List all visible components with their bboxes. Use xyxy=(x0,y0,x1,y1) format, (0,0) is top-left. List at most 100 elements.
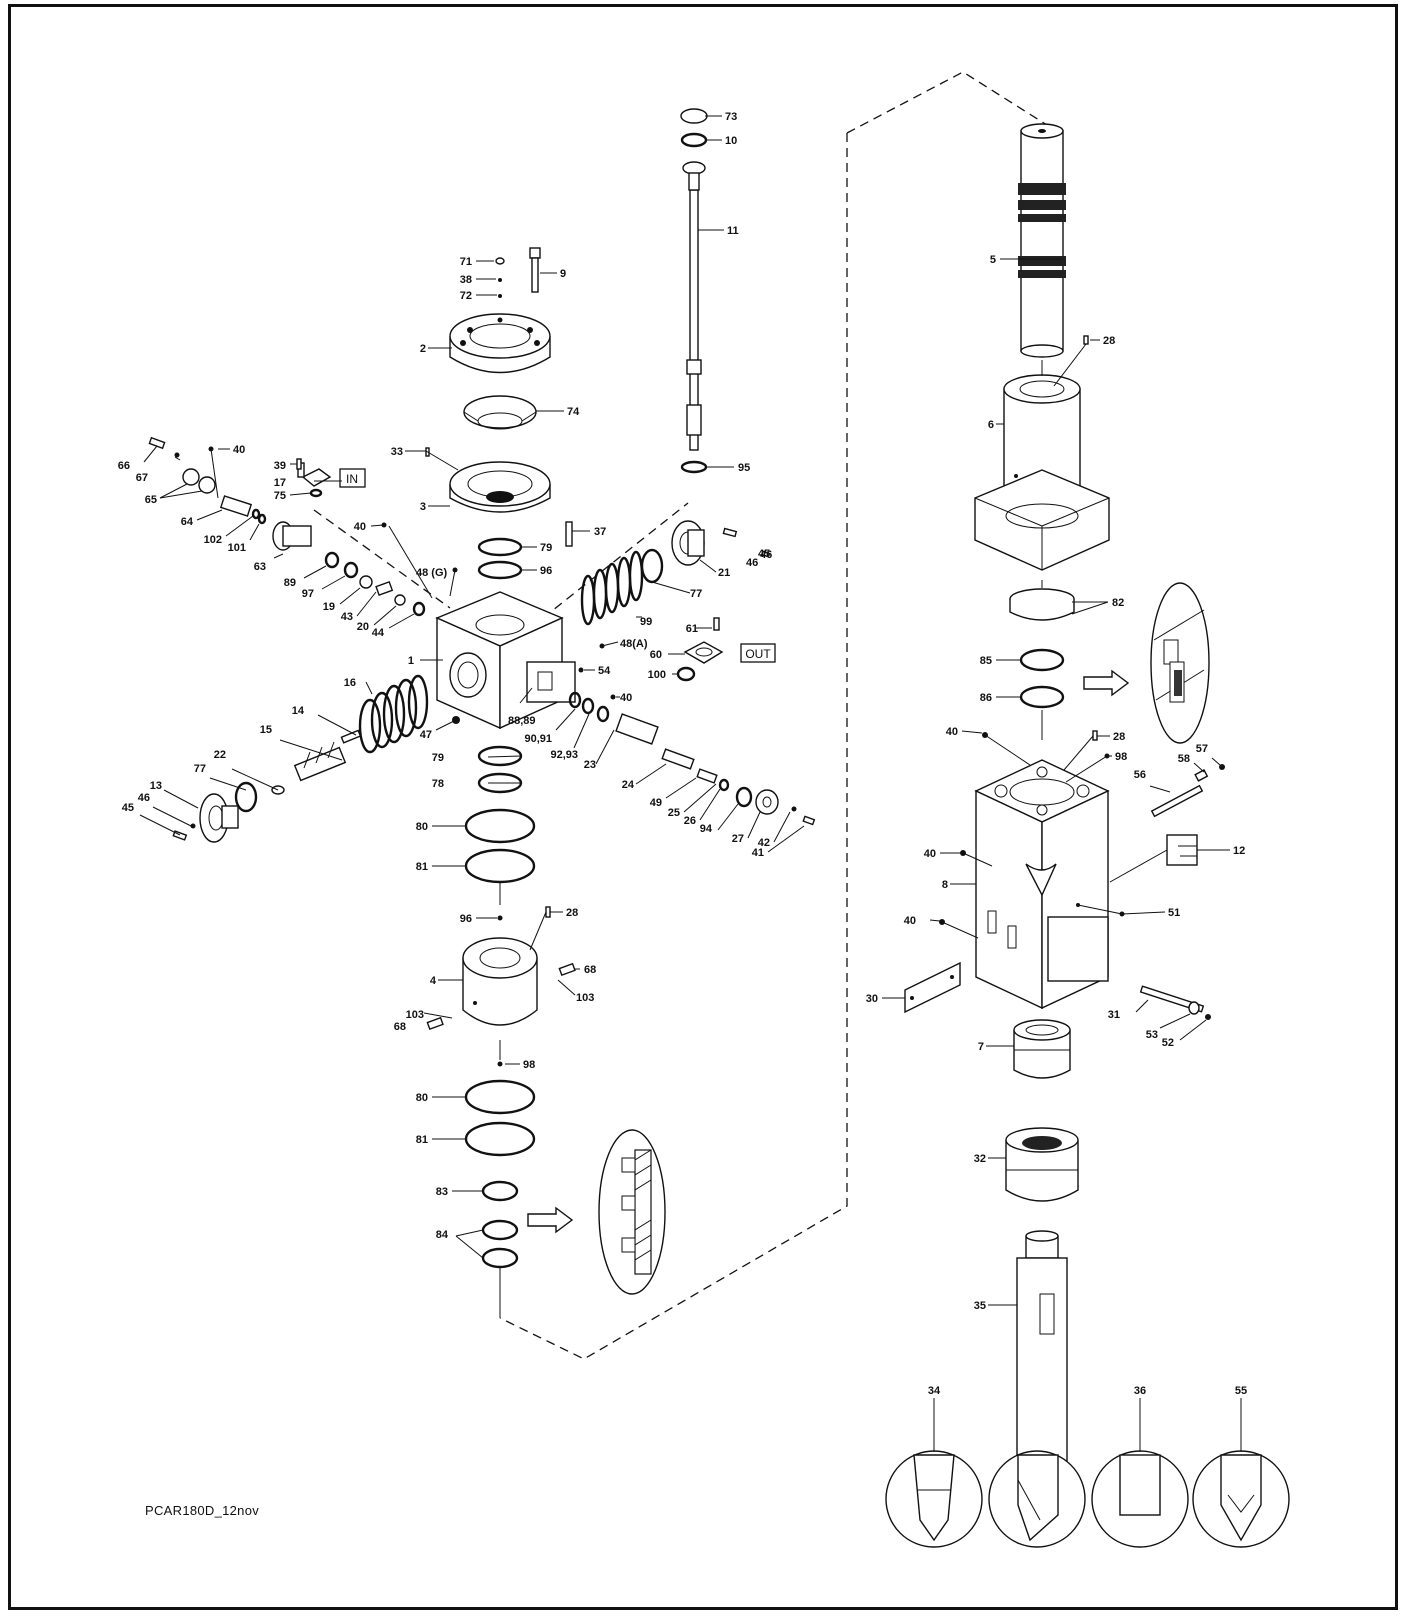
callout-16: 16 xyxy=(344,677,356,689)
pyramid-point-tip-part-55 xyxy=(1192,1450,1290,1548)
seal-detail-view-right xyxy=(1150,582,1210,744)
bolt-part-37 xyxy=(565,521,573,547)
seal-part-96-upper xyxy=(477,560,523,580)
pin-part-28-lower xyxy=(545,906,551,918)
callout-82: 82 xyxy=(1112,597,1124,609)
callout-68-right: 68 xyxy=(584,964,596,976)
callout-66: 66 xyxy=(118,460,130,472)
callout-38: 38 xyxy=(460,274,472,286)
seal-part-88 xyxy=(568,691,582,709)
seal-part-84a xyxy=(481,1219,519,1241)
seal-part-84b xyxy=(481,1247,519,1269)
inlet-port-label: IN xyxy=(346,472,358,486)
plug-part-58 xyxy=(1194,769,1209,782)
callout-81-lower: 81 xyxy=(416,1134,428,1146)
callout-71: 71 xyxy=(460,256,472,268)
callout-31: 31 xyxy=(1108,1009,1120,1021)
callout-98-lower: 98 xyxy=(523,1059,535,1071)
seal-part-92 xyxy=(596,705,610,723)
callout-102: 102 xyxy=(204,534,222,546)
callout-57: 57 xyxy=(1196,743,1208,755)
spring-part-25 xyxy=(696,768,718,784)
callout-22: 22 xyxy=(214,749,226,761)
callout-46-left: 46 xyxy=(138,792,150,804)
plug-part-57 xyxy=(1219,764,1225,770)
accumulator-cover-part-21 xyxy=(671,520,705,566)
callout-85: 85 xyxy=(980,655,992,667)
seal-part-74 xyxy=(463,395,537,430)
callout-67: 67 xyxy=(136,472,148,484)
plug-part-72 xyxy=(498,294,502,298)
callout-39: 39 xyxy=(274,460,286,472)
callout-100: 100 xyxy=(648,669,666,681)
callout-30: 30 xyxy=(866,993,878,1005)
o-ring-part-77-left xyxy=(234,781,258,813)
callout-40-block-top: 40 xyxy=(946,726,958,738)
rod-pin-part-31 xyxy=(1139,985,1205,1013)
fitting-part-68-right xyxy=(558,962,576,977)
seal-part-90 xyxy=(581,697,595,715)
callout-61: 61 xyxy=(686,623,698,635)
callout-45-right: 45 xyxy=(758,548,770,560)
cap-part-65b xyxy=(198,476,216,494)
callout-28-block: 28 xyxy=(1113,731,1125,743)
callout-2: 2 xyxy=(420,343,426,355)
callout-75: 75 xyxy=(274,490,286,502)
callout-101: 101 xyxy=(228,542,246,554)
callout-95: 95 xyxy=(738,462,750,474)
seal-part-97 xyxy=(343,561,359,579)
inlet-port-label-box: IN xyxy=(339,468,366,488)
callout-77-left: 77 xyxy=(194,763,206,775)
seal-part-83 xyxy=(481,1180,519,1202)
seal-part-80-lower xyxy=(464,1079,536,1115)
callout-3: 3 xyxy=(420,501,426,513)
callout-8: 8 xyxy=(942,879,948,891)
seal-part-102 xyxy=(251,508,261,520)
bushing-part-82 xyxy=(1009,588,1075,621)
plug-part-98-lower xyxy=(497,1061,503,1067)
washer-part-38 xyxy=(498,278,502,282)
seal-part-19 xyxy=(359,575,373,589)
callout-23: 23 xyxy=(584,759,596,771)
seal-detail-view-left xyxy=(598,1129,666,1295)
piston-part-5 xyxy=(1018,123,1066,358)
callout-84: 84 xyxy=(436,1229,449,1241)
seal-part-85 xyxy=(1019,648,1065,672)
callout-68-left: 68 xyxy=(394,1021,406,1033)
callout-34: 34 xyxy=(928,1385,941,1397)
seal-part-44 xyxy=(412,601,426,617)
callout-19: 19 xyxy=(323,601,335,613)
callout-49: 49 xyxy=(650,797,662,809)
o-ring-part-75 xyxy=(309,488,323,498)
callout-94: 94 xyxy=(700,823,713,835)
blunt-tool-tip-part-36 xyxy=(1091,1450,1189,1548)
callout-78: 78 xyxy=(432,778,444,790)
callout-58: 58 xyxy=(1178,753,1190,765)
screw-part-24 xyxy=(661,748,695,770)
ring-part-53 xyxy=(1188,1001,1200,1015)
cap-part-65a xyxy=(182,468,200,486)
callout-42: 42 xyxy=(758,837,770,849)
pin-part-28-right xyxy=(1092,730,1098,741)
callout-80-lower: 80 xyxy=(416,1092,428,1104)
callout-1: 1 xyxy=(408,655,414,667)
cylinder-part-4 xyxy=(462,937,538,1026)
callout-92-93: 92,93 xyxy=(550,749,578,761)
outlet-port-label-box: OUT xyxy=(740,643,776,663)
callout-40-block-low: 40 xyxy=(904,915,916,927)
callout-98-block: 98 xyxy=(1115,751,1127,763)
callout-86: 86 xyxy=(980,692,992,704)
callout-21: 21 xyxy=(718,567,730,579)
callout-52: 52 xyxy=(1162,1037,1174,1049)
washer-part-42 xyxy=(791,806,797,812)
callout-45-left: 45 xyxy=(122,802,134,814)
fitting-part-64 xyxy=(219,495,253,517)
callout-46-right: 46 xyxy=(760,549,772,561)
callout-32: 32 xyxy=(974,1153,986,1165)
assembly-dashed-line-spring xyxy=(542,502,689,619)
fitting-part-68-left xyxy=(426,1016,444,1031)
callout-79-lower: 79 xyxy=(432,752,444,764)
plug-part-52 xyxy=(1205,1014,1211,1020)
callout-33: 33 xyxy=(391,446,403,458)
callout-47: 47 xyxy=(420,729,432,741)
